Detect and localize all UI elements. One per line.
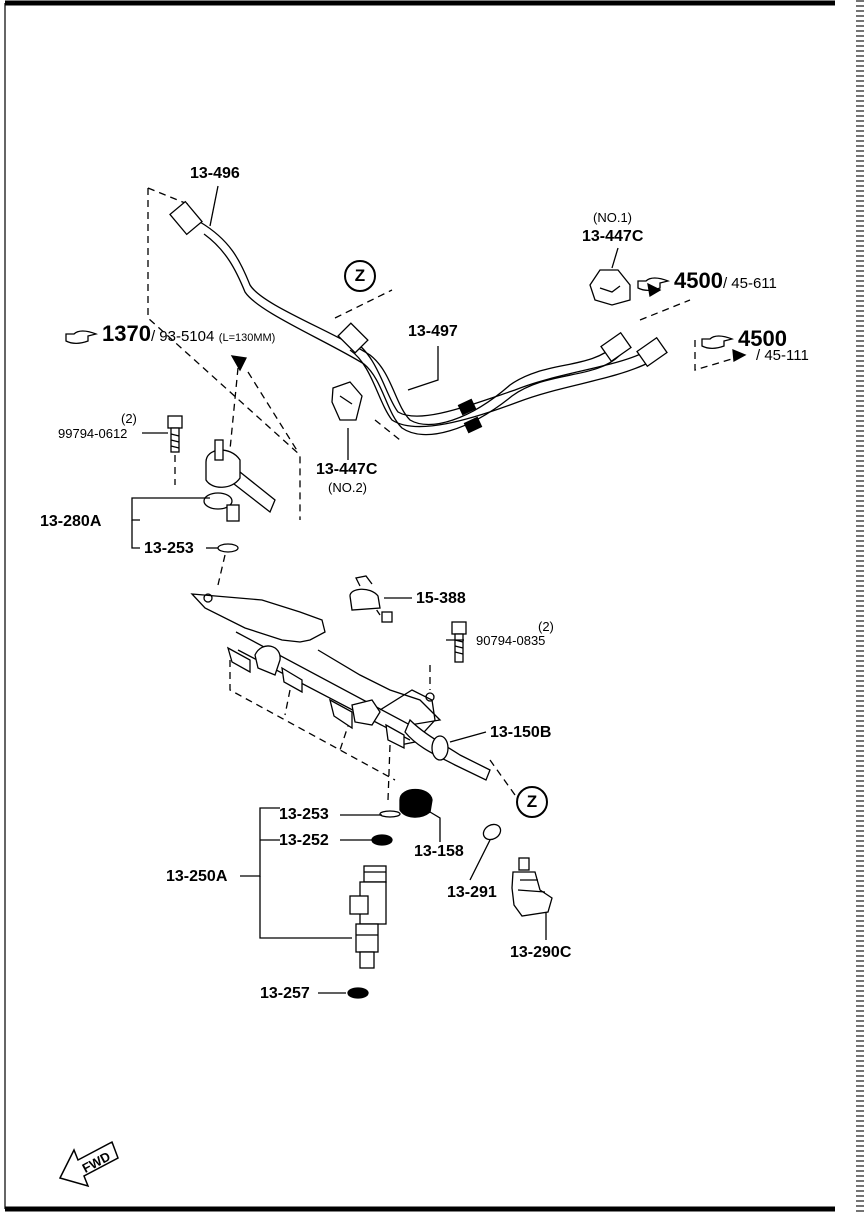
label-90794-qty: (2): [538, 619, 554, 634]
pressure-regulator: [511, 857, 553, 917]
label-13-158: 13-158: [414, 843, 464, 860]
pointing-hand-icon: [65, 330, 98, 344]
label-13-280a: 13-280A: [40, 513, 102, 530]
bolt-90794-0835: [451, 621, 467, 663]
label-13-252: 13-252: [279, 832, 329, 849]
sensor-15-388: [349, 575, 393, 623]
ref-4500-b-sub: / 45-111: [756, 347, 809, 364]
label-13-291: 13-291: [447, 884, 497, 901]
grommet-13-158: [399, 788, 433, 818]
label-13-447c-no1: 13-447C: [582, 228, 644, 245]
ref-4500-b-main: 4500: [738, 326, 787, 351]
z-marker-top: Z: [344, 260, 376, 292]
injector: [349, 865, 387, 969]
pointing-hand-icon: [637, 277, 670, 291]
ref-arrows: [230, 282, 747, 372]
fwd-label: FWD: [80, 1149, 113, 1176]
label-13-253-lower: 13-253: [279, 806, 329, 823]
z-marker-bottom: Z: [516, 786, 548, 818]
label-15-388: 15-388: [416, 590, 466, 607]
pressure-damper: [203, 439, 276, 522]
fuel-rail: [190, 593, 442, 750]
ref-1370-sub: / 93-5104: [150, 328, 215, 345]
label-13-447c-no2: 13-447C: [316, 461, 378, 478]
clip-no2: [331, 381, 363, 421]
ref-1370-note: (L=130MM): [218, 332, 276, 344]
washer-13-257: [347, 987, 369, 999]
ref-4500-a-main: 4500: [674, 268, 723, 293]
label-13-447c-no1-note: (NO.1): [593, 210, 632, 225]
label-13-150b: 13-150B: [490, 724, 552, 741]
label-13-290c: 13-290C: [510, 944, 572, 961]
label-13-250a: 13-250A: [166, 868, 228, 885]
washer-13-252: [371, 834, 393, 846]
fuel-pipes: [169, 200, 668, 436]
label-13-253-upper: 13-253: [144, 540, 194, 557]
o-ring-lower: [379, 810, 401, 818]
o-ring-13-291: [482, 823, 502, 841]
ref-1370[interactable]: 1370/ 93-5104 (L=130MM): [64, 323, 275, 345]
pointing-hand-icon: [701, 335, 734, 349]
ref-4500-b-subline: / 45-111: [756, 348, 809, 364]
leader-lines: [131, 185, 619, 994]
return-hose: [404, 718, 491, 781]
o-ring-upper: [217, 543, 239, 553]
ref-4500-a-sub: / 45-611: [722, 275, 777, 292]
label-13-257: 13-257: [260, 985, 310, 1002]
ref-4500-b[interactable]: 4500: [700, 328, 787, 350]
ref-4500-a[interactable]: 4500/ 45-611: [636, 270, 777, 292]
fwd-arrow-icon: FWD: [58, 1140, 119, 1188]
scan-edge: [856, 0, 864, 1214]
label-13-497: 13-497: [408, 323, 458, 340]
label-13-447c-no2-note: (NO.2): [328, 480, 367, 495]
label-90794-0835: 90794-0835: [476, 633, 546, 648]
label-99794-qty: (2): [121, 411, 137, 426]
label-13-496: 13-496: [190, 165, 240, 182]
bolt-99794-0612: [167, 415, 183, 453]
ref-1370-main: 1370: [102, 321, 151, 346]
label-99794-0612: 99794-0612: [58, 426, 128, 441]
clip-no1: [589, 269, 631, 306]
